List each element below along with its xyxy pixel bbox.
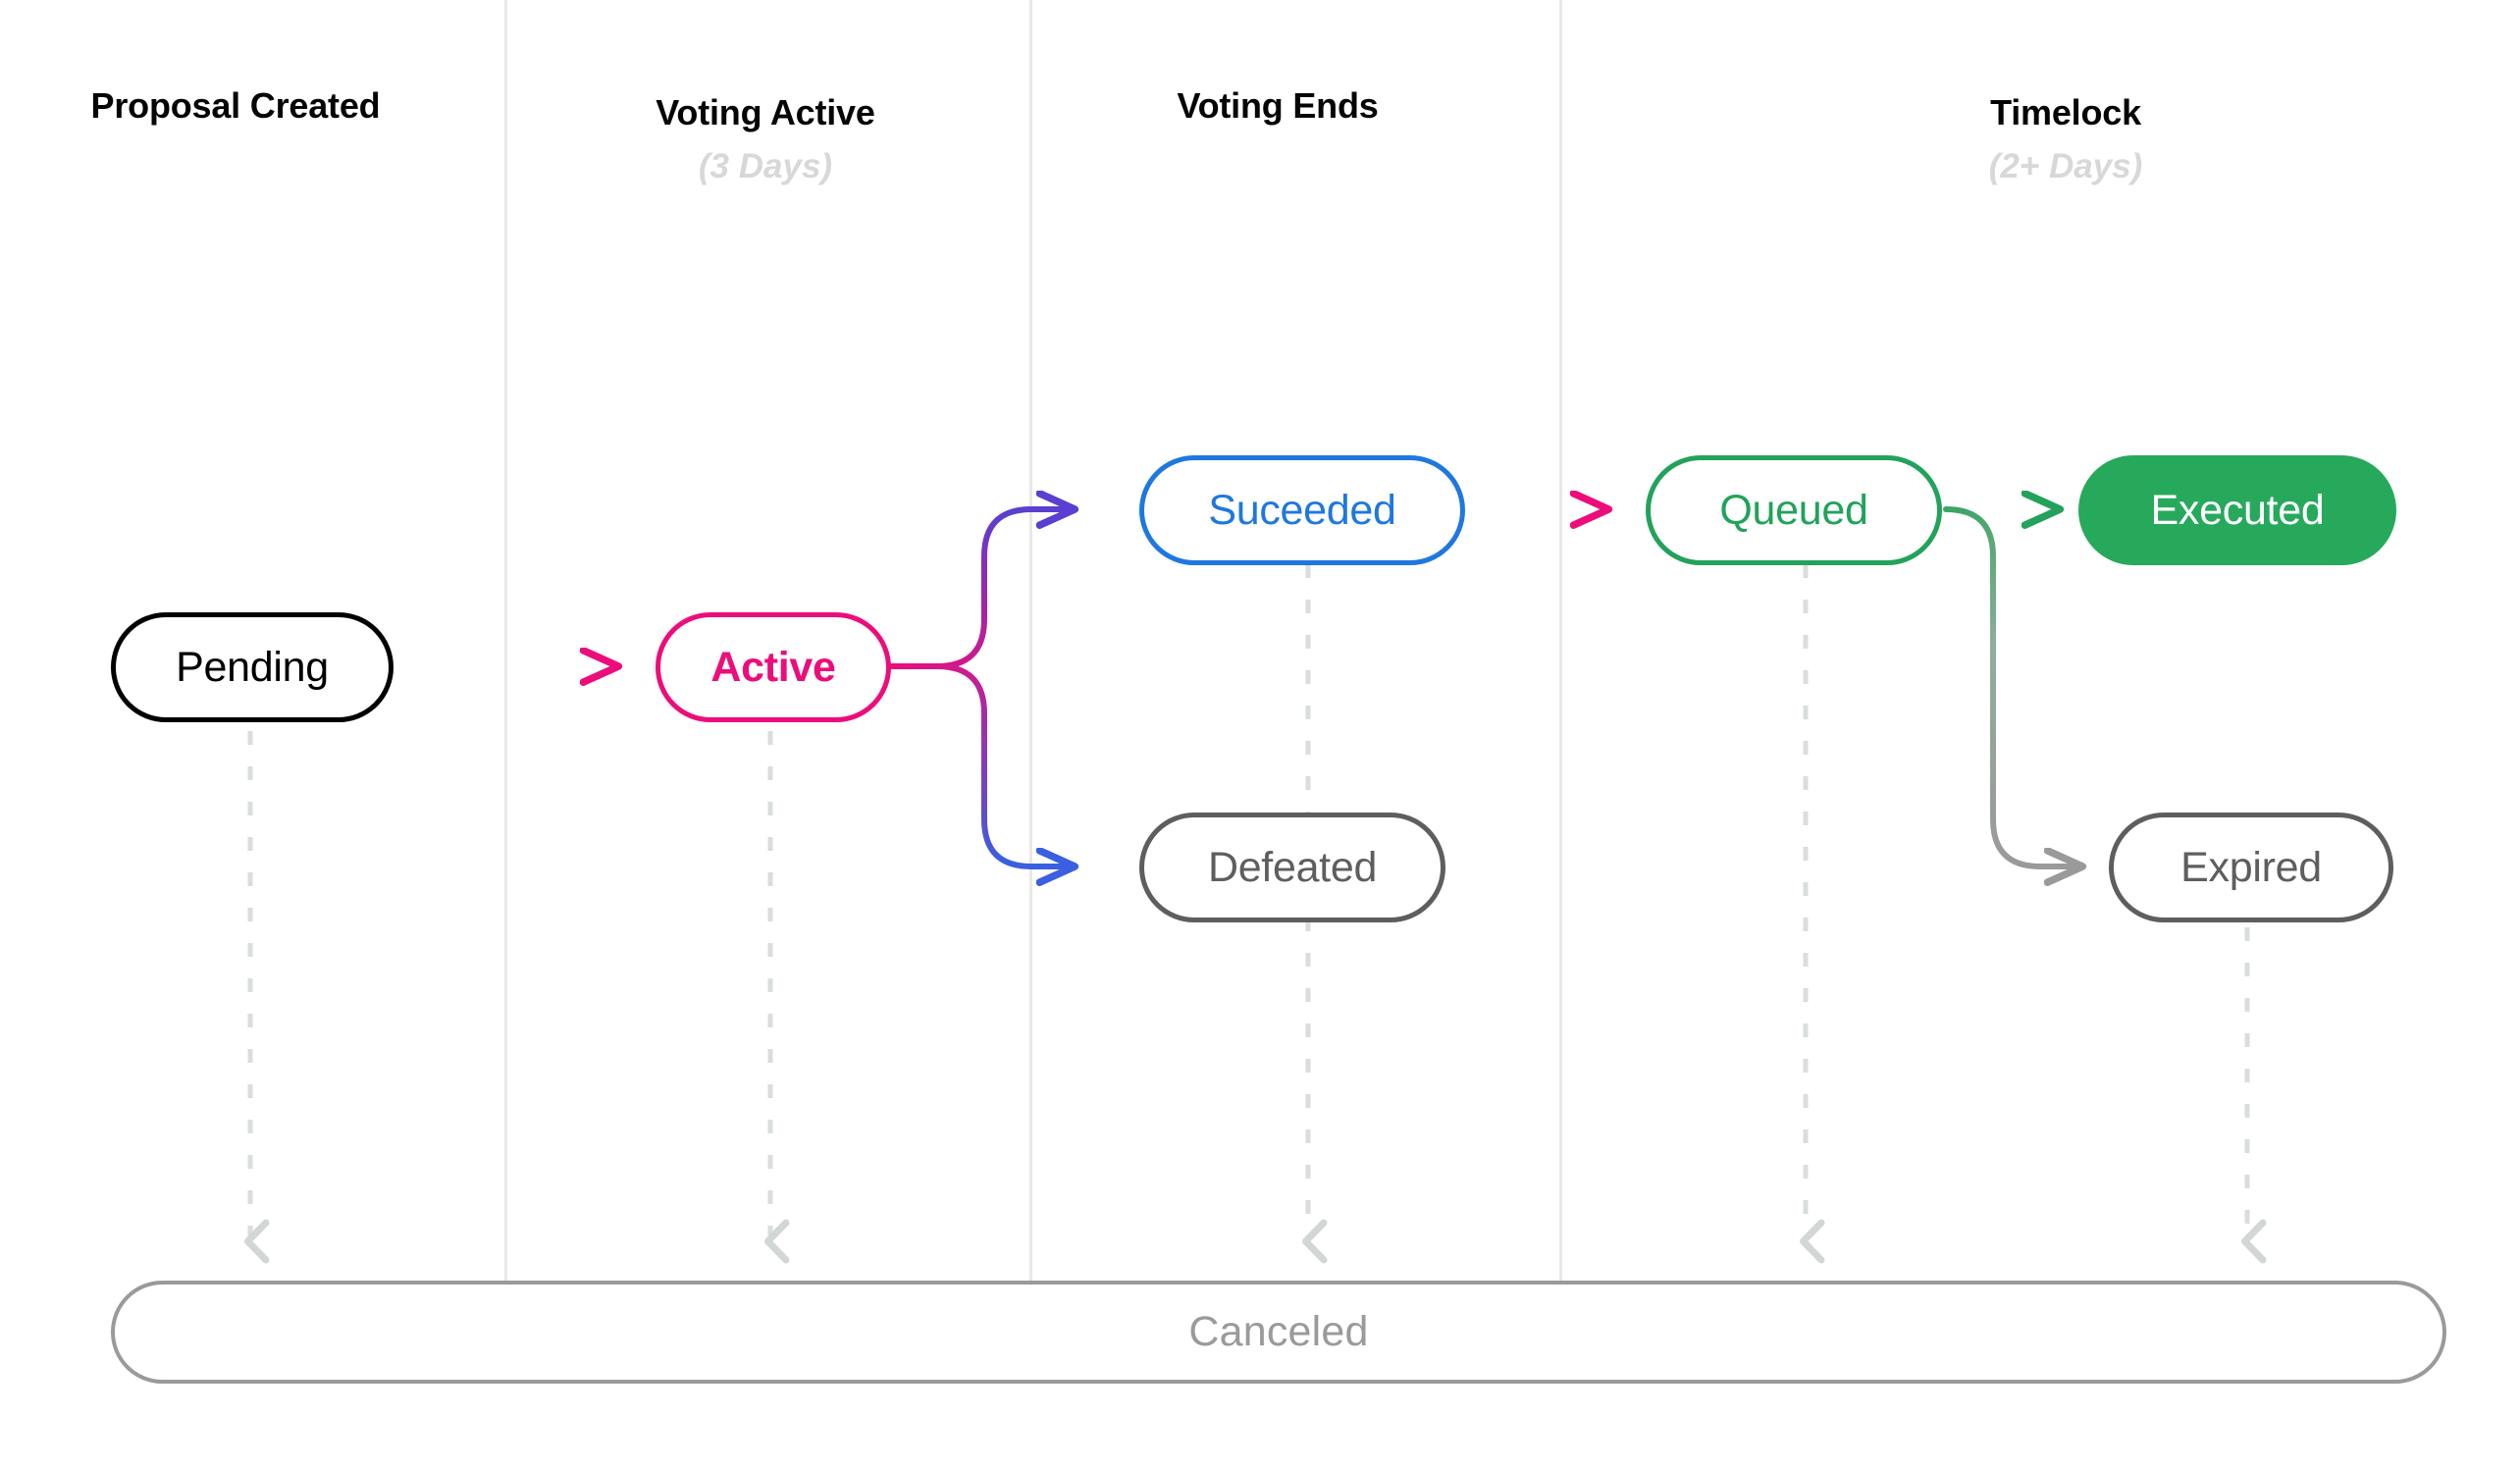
edge-queued-expired (1943, 506, 2080, 866)
phase-duration: (2+ Days) (1988, 146, 2143, 185)
phase-header-proposal-created: Proposal Created (29, 86, 442, 141)
phase-title: Voting Ends (1177, 85, 1379, 126)
column-divider-3 (1559, 0, 1562, 1281)
node-label: Queued (1719, 486, 1868, 534)
node-label: Expired (2180, 843, 2322, 891)
state-node-executed[interactable]: Executed (2078, 455, 2396, 565)
phase-duration: (3 Days) (698, 146, 833, 185)
node-label: Executed (2150, 486, 2325, 534)
phase-title: Proposal Created (90, 85, 381, 126)
node-label: Active (710, 643, 836, 691)
node-label: Canceled (1188, 1308, 1369, 1355)
phase-header-voting-active: Voting Active (3 Days) (559, 93, 971, 185)
state-node-canceled[interactable]: Canceled (111, 1281, 2446, 1384)
state-node-queued[interactable]: Queued (1646, 455, 1942, 565)
phase-header-timelock: Timelock (2+ Days) (1860, 93, 2272, 185)
state-node-defeated[interactable]: Defeated (1139, 813, 1445, 922)
column-divider-1 (504, 0, 507, 1281)
node-label: Pending (176, 643, 329, 691)
node-label: Defeated (1207, 843, 1378, 891)
state-node-active[interactable]: Active (656, 612, 891, 722)
state-node-succeeded[interactable]: Suceeded (1139, 455, 1465, 565)
edge-active-succeeded (888, 509, 1073, 669)
phase-title: Voting Active (656, 92, 875, 132)
phase-title: Timelock (1990, 92, 2141, 132)
node-label: Suceeded (1208, 486, 1396, 534)
column-divider-2 (1029, 0, 1032, 1281)
edge-active-defeated (888, 663, 1073, 866)
state-node-pending[interactable]: Pending (111, 612, 394, 722)
phase-header-voting-ends: Voting Ends (1072, 86, 1484, 141)
state-node-expired[interactable]: Expired (2109, 813, 2393, 922)
